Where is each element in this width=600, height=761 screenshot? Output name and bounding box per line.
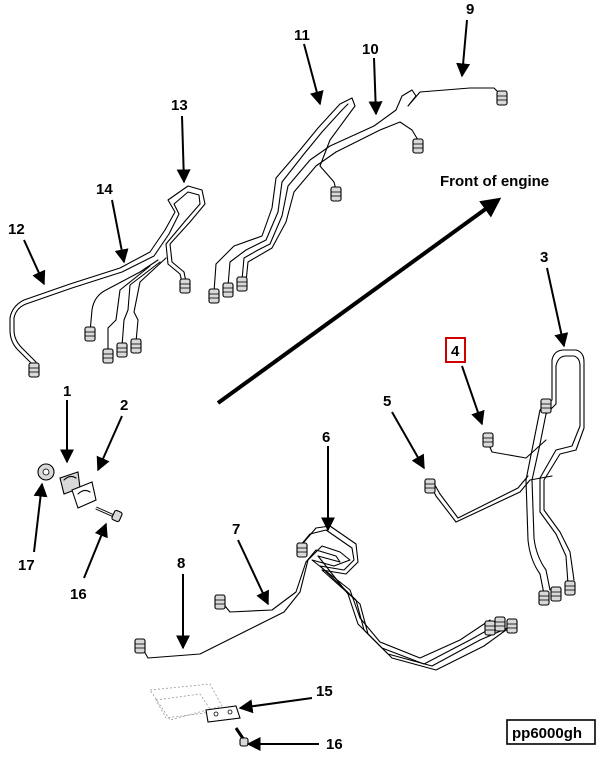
callout-16-upper: 16 (70, 586, 87, 603)
fitting-nut (506, 618, 518, 634)
fitting-nut (538, 590, 550, 606)
figure-code: pp6000gh (512, 725, 582, 742)
fitting-nut (424, 478, 436, 494)
fitting-nut (540, 398, 552, 414)
fitting-nut (130, 338, 142, 354)
fitting-nut (28, 362, 40, 378)
upper-left-fuel-lines (9, 185, 206, 378)
callout-13: 13 (171, 97, 188, 114)
lower-clamp-bolt (234, 727, 249, 747)
clamp-hardware-group (37, 463, 123, 523)
fitting-nut (484, 620, 496, 636)
lower-clamp-group (149, 683, 249, 747)
lower-clamp-plate (205, 705, 241, 723)
figure-code-box: pp6000gh (506, 719, 596, 745)
fitting-nut (494, 616, 506, 632)
fitting-nut (102, 348, 114, 364)
front-of-engine-arrow (216, 197, 502, 405)
clamp-plate (71, 481, 97, 509)
fitting-nut (236, 276, 248, 292)
front-of-engine-indicator: Front of engine (216, 173, 549, 405)
fitting-nut (482, 432, 494, 448)
callout-6: 6 (322, 429, 330, 446)
callout-9: 9 (466, 1, 474, 18)
front-of-engine-label: Front of engine (440, 173, 549, 190)
callout-15: 15 (316, 683, 333, 700)
fitting-nut (84, 326, 96, 342)
fitting-nut (134, 638, 146, 654)
fitting-nut (412, 138, 424, 154)
callout-5: 5 (383, 393, 391, 410)
fitting-nut (296, 542, 308, 558)
fitting-nut (330, 186, 342, 202)
callout-7: 7 (232, 521, 240, 538)
fitting-nut (179, 278, 191, 294)
callout-12: 12 (8, 221, 25, 238)
leader-arrows (23, 19, 569, 751)
fitting-nut (208, 288, 220, 304)
fitting-nut (222, 282, 234, 298)
fitting-nut (564, 580, 576, 596)
fitting-nut (550, 586, 562, 602)
callout-16-lower: 16 (326, 736, 343, 753)
callout-1: 1 (63, 383, 71, 400)
lower-right-fuel-lines (424, 349, 585, 606)
fitting-nut (214, 594, 226, 610)
callout-17: 17 (18, 557, 35, 574)
clamp-bolt (95, 506, 123, 523)
fitting-nut (496, 90, 508, 106)
callout-10: 10 (362, 41, 379, 58)
callout-8: 8 (177, 555, 185, 572)
clamp-nut (37, 463, 55, 481)
callout-14: 14 (96, 181, 113, 198)
upper-right-fuel-lines (208, 87, 508, 304)
callout-3: 3 (540, 249, 548, 266)
callout-4: 4 (451, 343, 460, 360)
callout-2: 2 (120, 397, 128, 414)
callout-11: 11 (294, 27, 310, 44)
lower-centre-fuel-lines (134, 525, 518, 671)
highlight-box (445, 337, 466, 363)
fitting-nut (116, 342, 128, 358)
callout-labels: 1 2 3 4 5 6 7 8 9 10 11 12 13 14 15 16 1… (8, 1, 548, 753)
